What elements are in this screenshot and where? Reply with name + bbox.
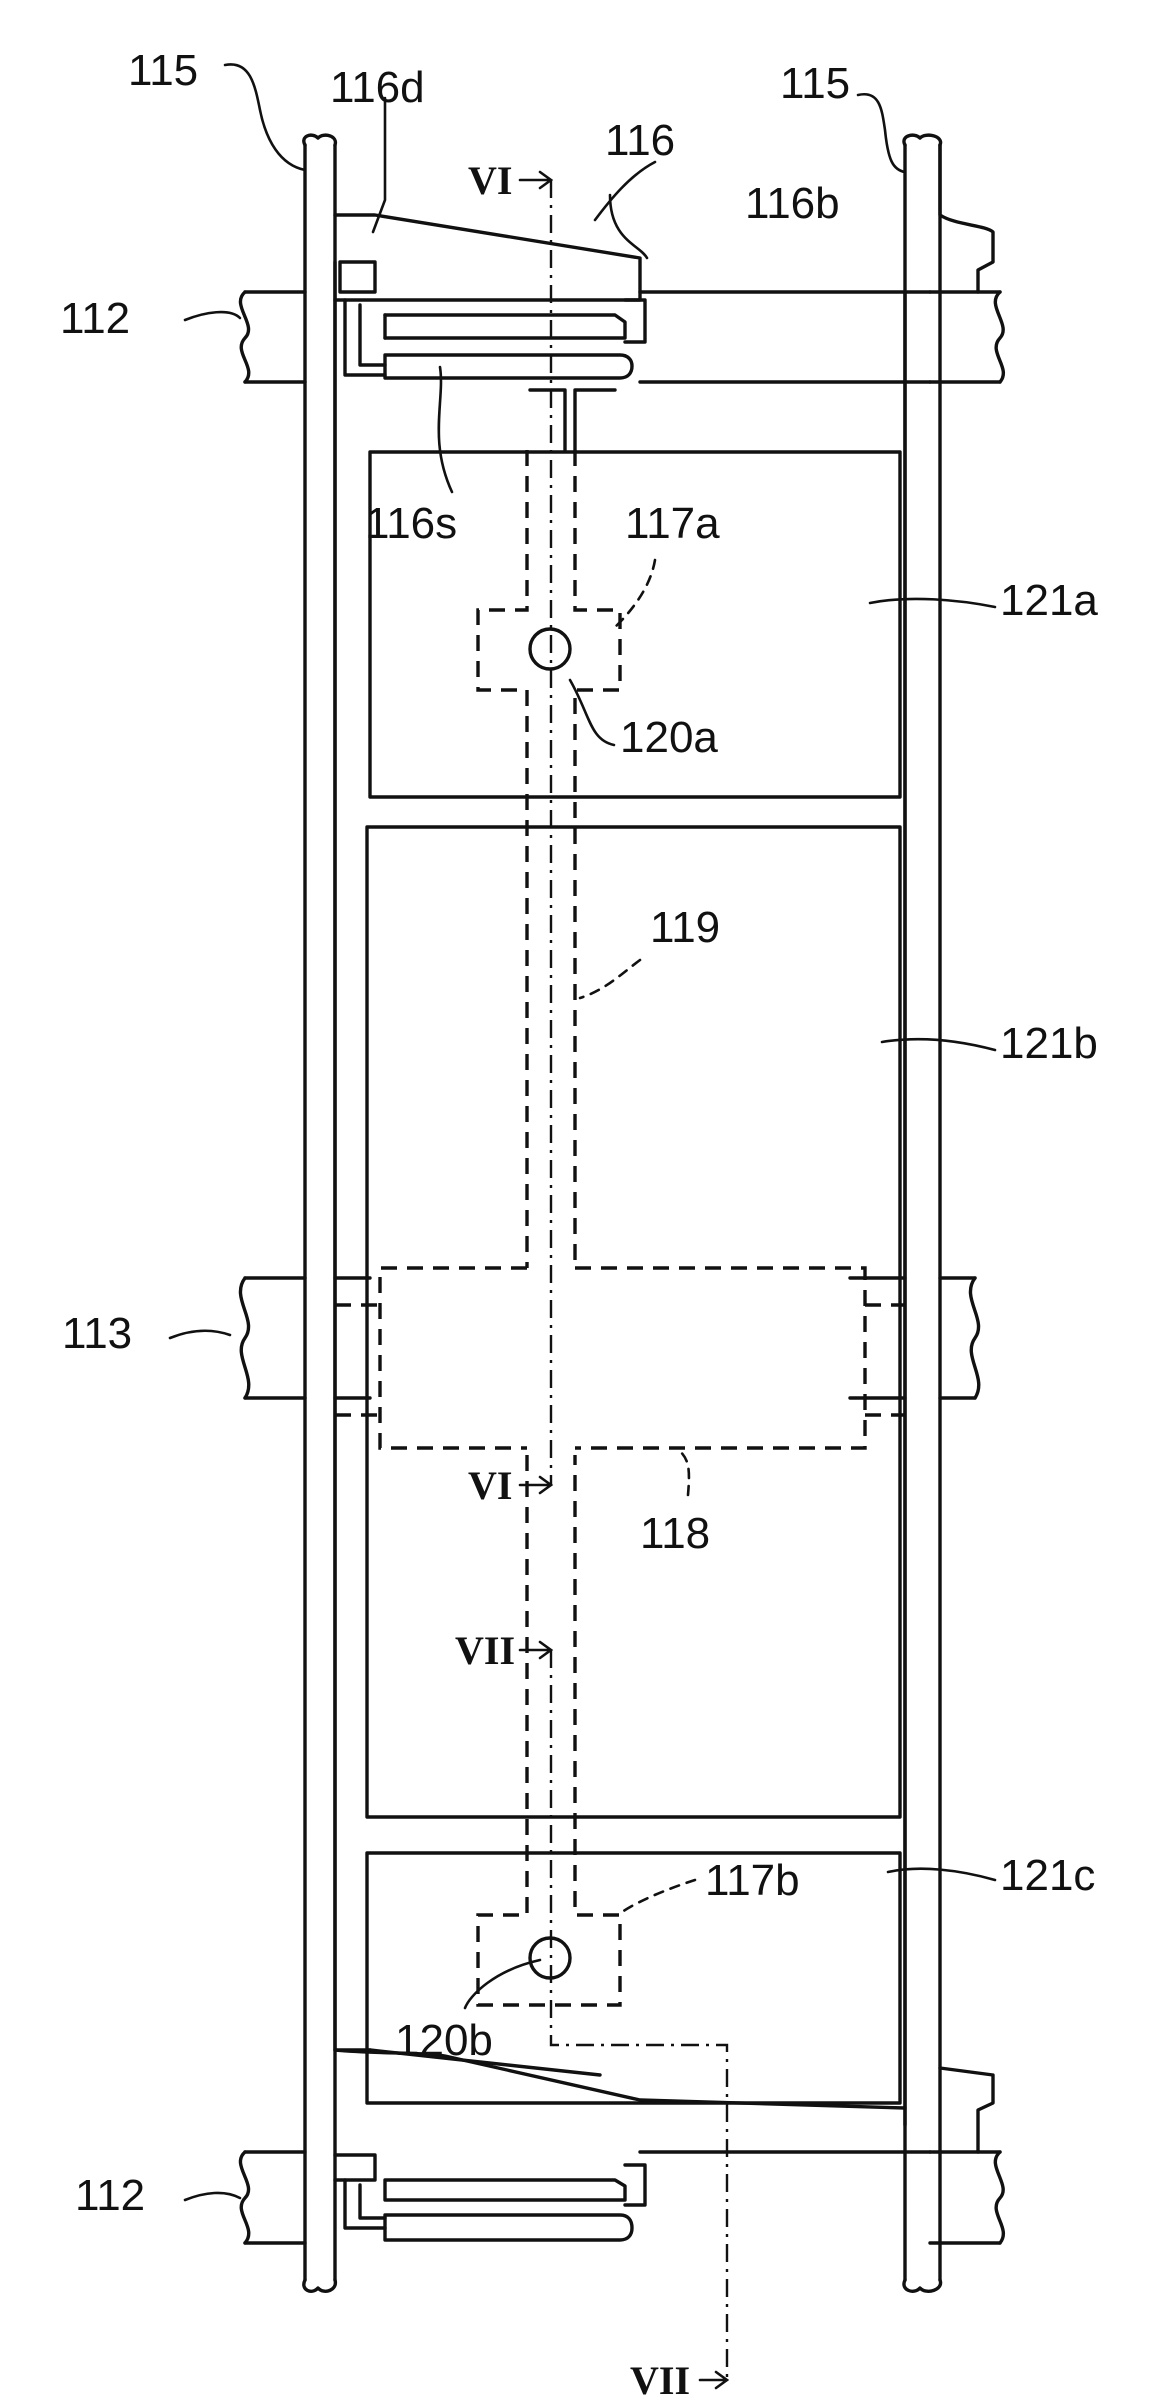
- label-117b: 117b: [705, 1856, 800, 1905]
- connection-line-119: [478, 450, 620, 2005]
- pixel-electrodes: [367, 452, 900, 2103]
- section-line-vii: [520, 1642, 727, 2388]
- label-116d: 116d: [330, 63, 425, 112]
- label-115-right: 115: [780, 59, 850, 108]
- tft-116-bottom: [335, 2155, 645, 2240]
- section-mark-vii-bottom: VII: [630, 2358, 690, 2398]
- section-line-vi: [520, 172, 551, 1493]
- label-120b: 120b: [395, 2016, 493, 2065]
- pixel-electrode-121c: [367, 1853, 900, 2103]
- tft-116-top: [335, 215, 645, 450]
- storage-line-113: [240, 1278, 978, 1398]
- label-112-top: 112: [60, 294, 130, 343]
- data-line-115-right: [904, 135, 993, 2291]
- data-line-115-left: [304, 135, 336, 2291]
- label-119: 119: [650, 903, 720, 952]
- section-mark-vi-bottom: VI: [468, 1463, 512, 1508]
- label-118: 118: [640, 1509, 710, 1558]
- section-mark-vi-top: VI: [468, 158, 512, 203]
- label-117a: 117a: [625, 499, 720, 548]
- leader-lines: [170, 64, 995, 2200]
- label-121a: 121a: [1000, 576, 1098, 625]
- label-116: 116: [605, 116, 675, 165]
- section-mark-vii-top: VII: [455, 1628, 515, 1673]
- storage-electrode-118: [335, 1268, 905, 1448]
- label-116s: 116s: [365, 499, 457, 548]
- label-112-bottom: 112: [75, 2171, 145, 2220]
- label-113: 113: [62, 1309, 132, 1358]
- label-116b: 116b: [745, 179, 840, 228]
- label-121b: 121b: [1000, 1019, 1098, 1068]
- label-121c: 121c: [1000, 1851, 1095, 1900]
- label-115-left: 115: [128, 46, 198, 95]
- pixel-electrode-121b: [367, 827, 900, 1817]
- label-120a: 120a: [620, 713, 718, 762]
